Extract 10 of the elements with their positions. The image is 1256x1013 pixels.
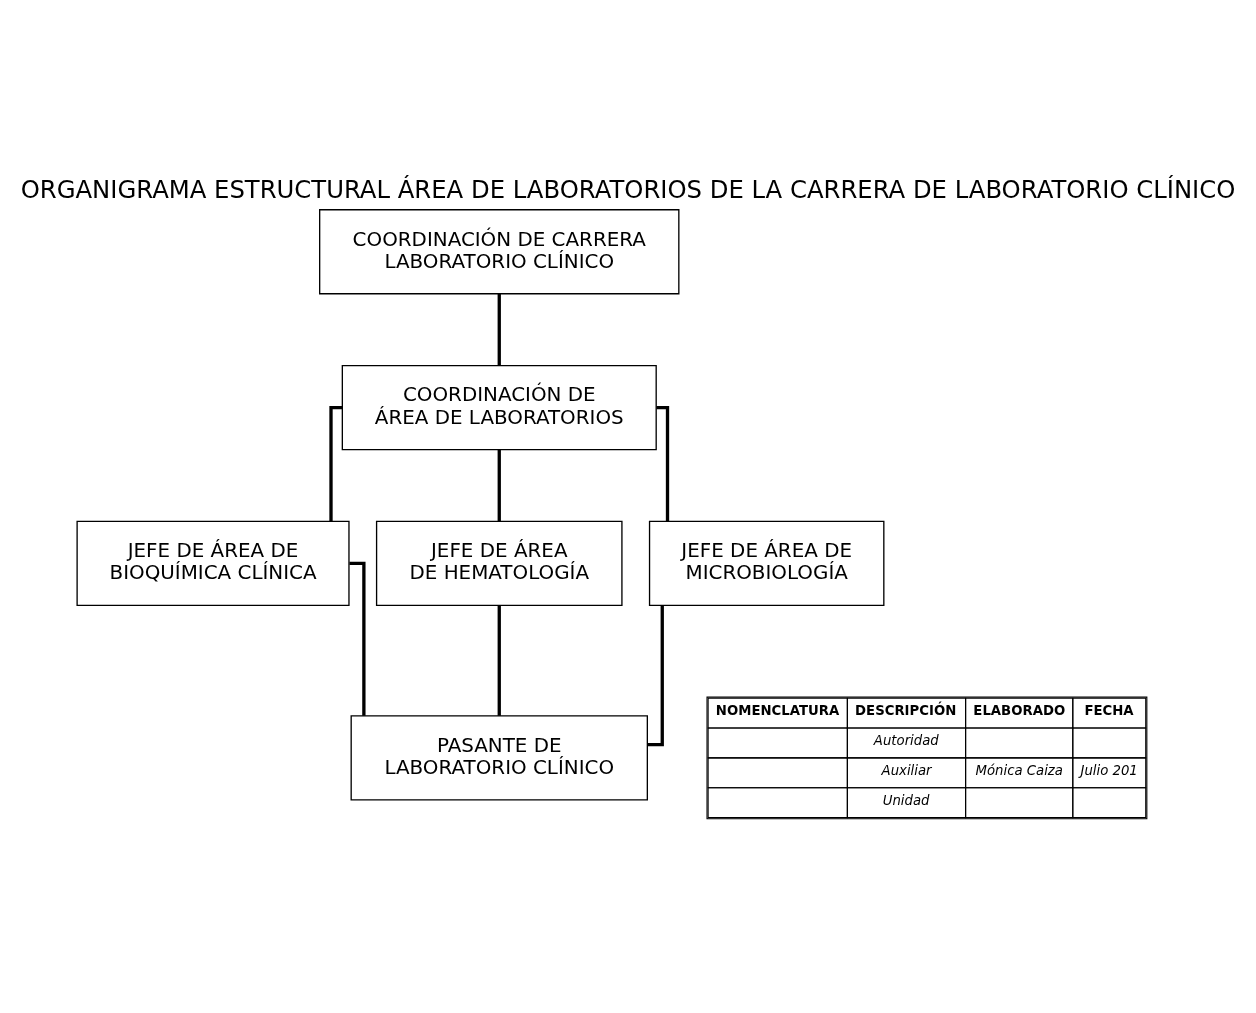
diagram-title: ORGANIGRAMA ESTRUCTURAL ÁREA DE LABORATORIOS DE LA CARRERA DE LABORATORIO CLÍNICO (20, 175, 1236, 205)
label: FECHA (1084, 703, 1134, 719)
label: Mónica Caiza (975, 763, 1063, 779)
label: DESCRIPCIÓN (855, 703, 957, 719)
label: Unidad (882, 792, 930, 808)
label: NOMENCLATURA (715, 703, 840, 719)
label: Autoridad (873, 733, 939, 749)
label: ELABORADO (973, 703, 1066, 719)
label: Julio 201 (1080, 763, 1138, 779)
label: Auxiliar (881, 763, 932, 779)
